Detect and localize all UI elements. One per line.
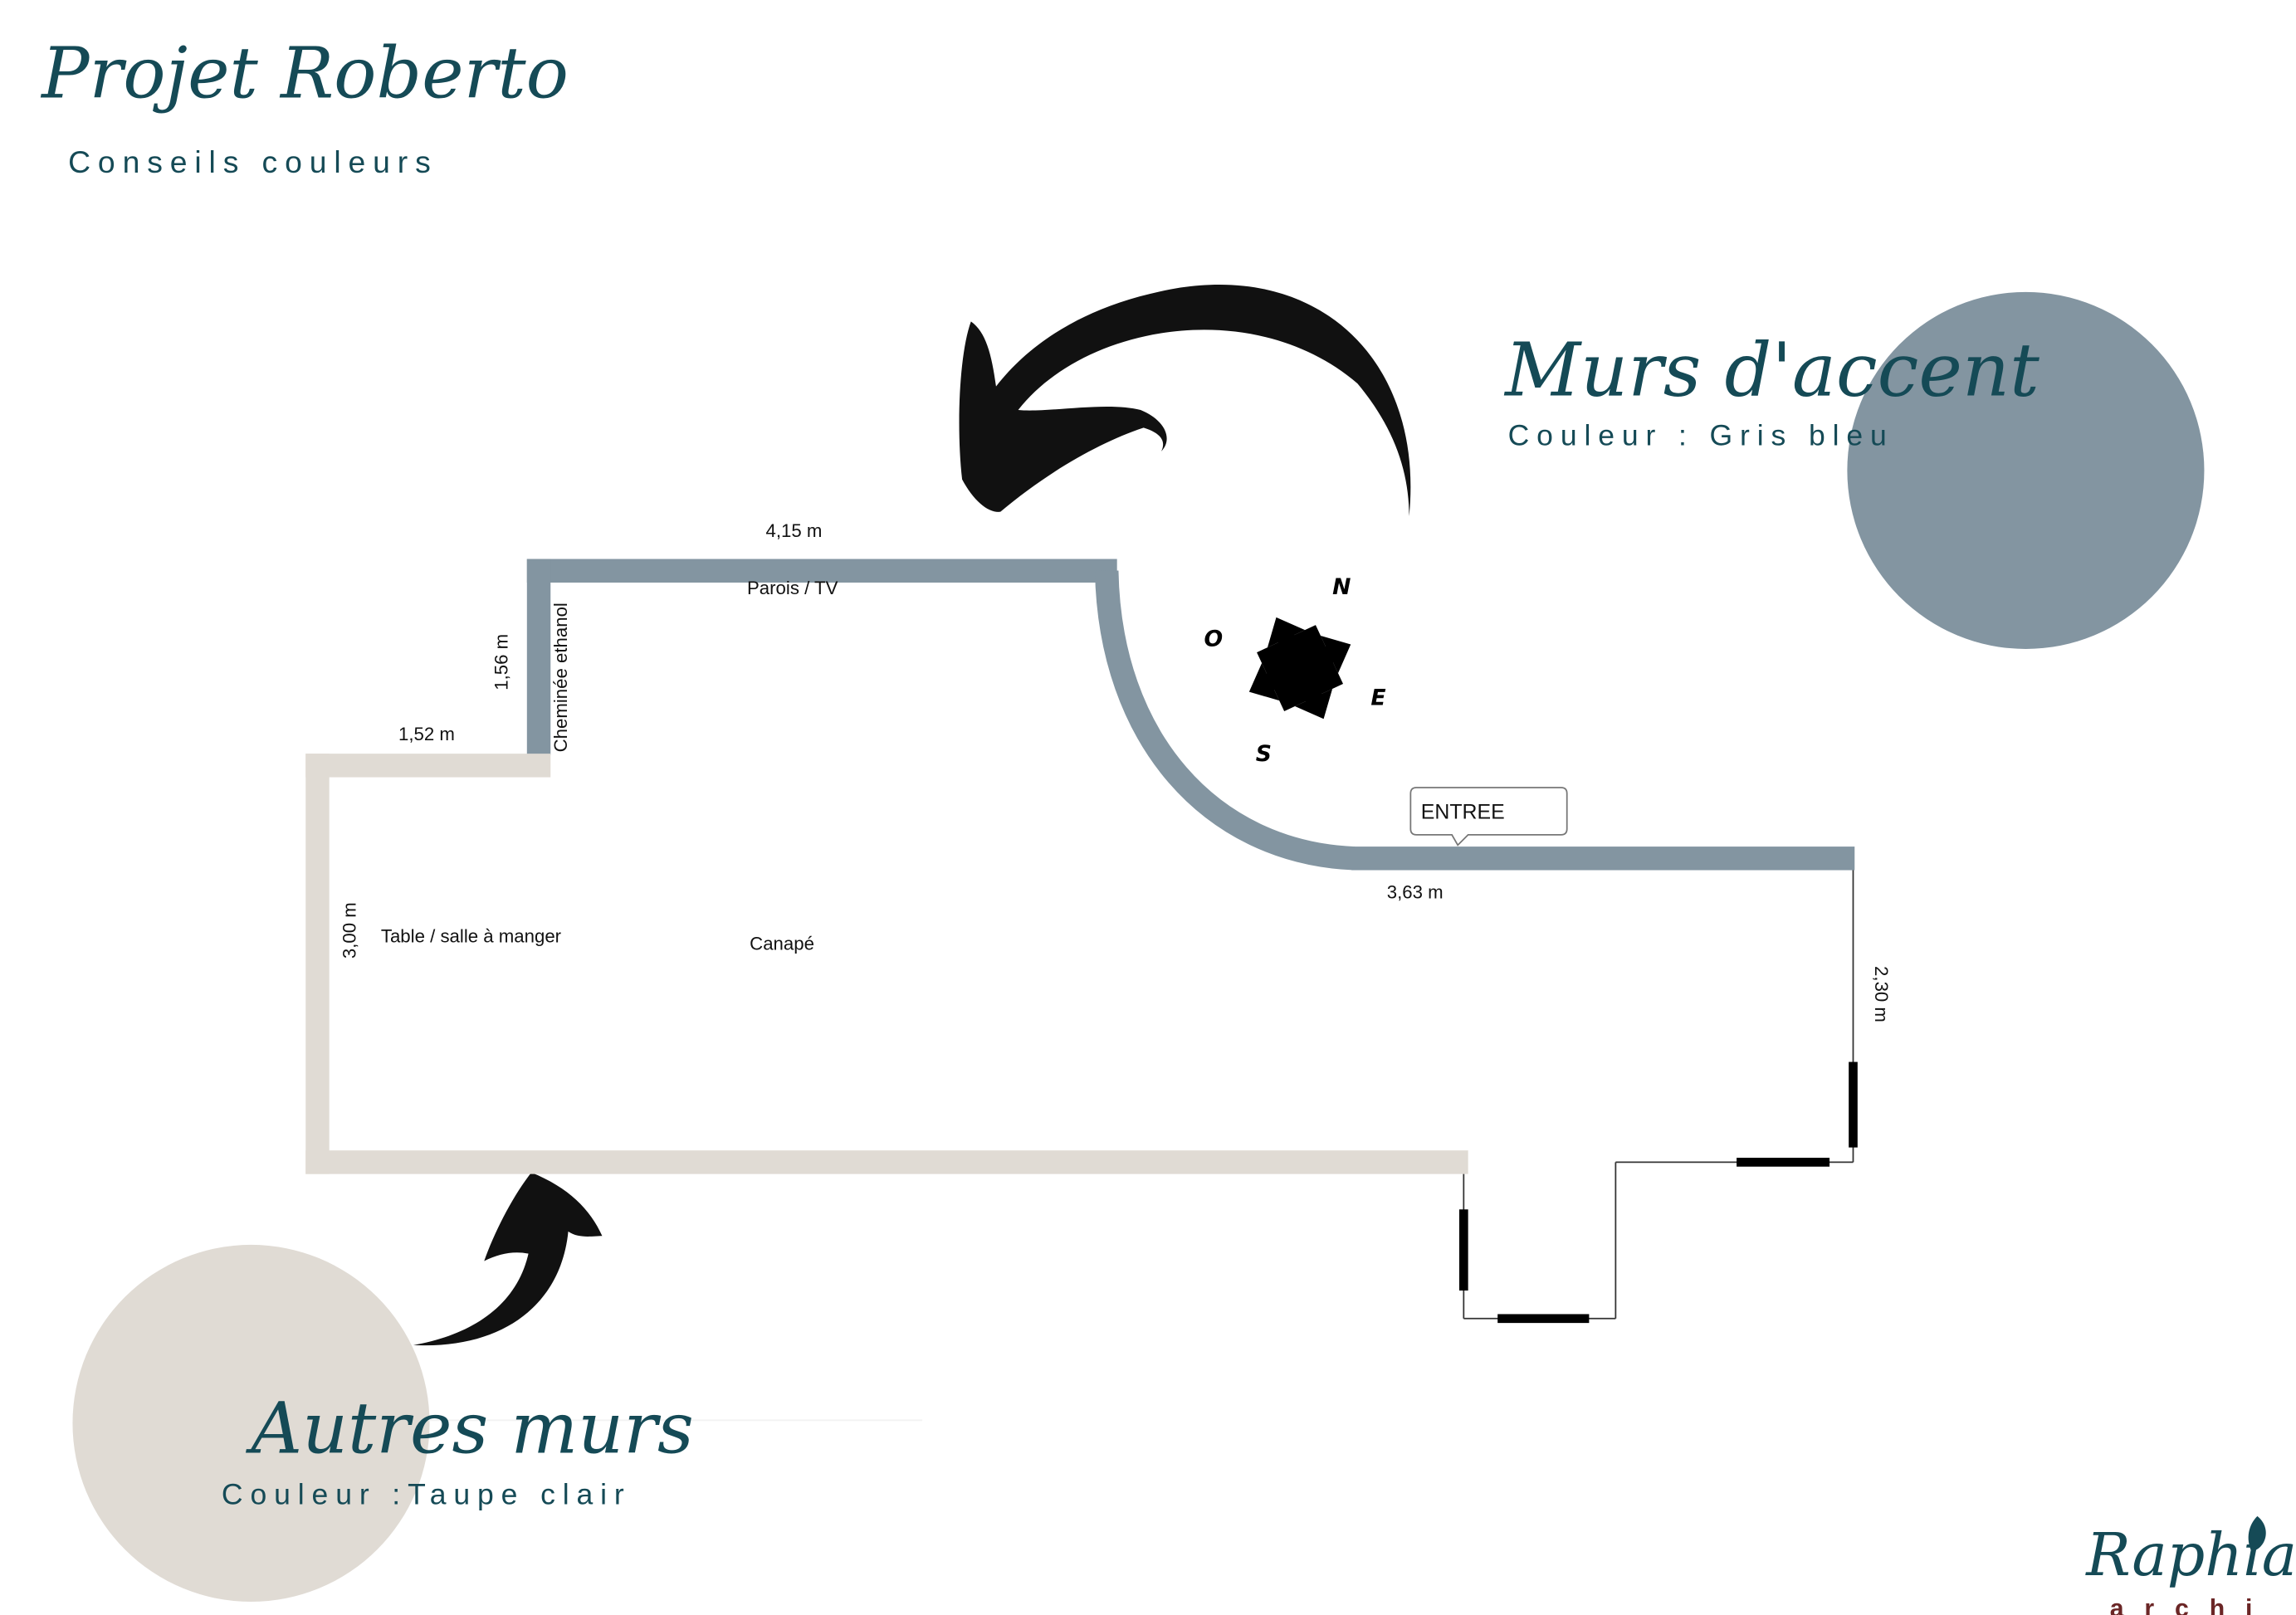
dim-left: 3,00 m [340,902,360,959]
accent-color-swatch [1847,291,2205,649]
entry-label: ENTREE [1421,800,1505,823]
logo-sub: archi [2110,1595,2274,1615]
dim-step: 1,52 m [398,724,455,744]
leaf-icon [2248,1515,2266,1552]
dim-entry: 3,63 m [1387,881,1444,902]
label-tv: Parois / TV [747,578,838,598]
compass-rose-icon [1248,617,1351,720]
project-subtitle: Conseils couleurs [68,144,438,179]
compass-east: E [1370,685,1385,710]
entry-callout: ENTREE [1409,787,1568,847]
compass-west: O [1204,626,1224,651]
dim-top: 4,15 m [766,520,823,541]
label-sofa: Canapé [750,933,814,954]
accent-walls [526,559,1855,871]
accent-title: Murs d'accent [1503,327,2040,412]
accent-color-label: Couleur : Gris bleu [1508,419,1894,452]
dim-left-short: 1,56 m [491,634,512,690]
windows [1458,1061,1858,1324]
other-color-label: Couleur :Taupe clair [222,1478,632,1511]
label-fireplace: Cheminée ethanol [550,603,571,752]
outer-walls [1463,870,1854,1320]
other-title: Autres murs [245,1388,693,1471]
other-walls [305,754,1468,1174]
label-table: Table / salle à manger [381,926,562,947]
accent-arrow-icon [959,284,1411,517]
project-title: Projet Roberto [40,32,569,115]
compass-south: S [1256,741,1272,767]
compass-north: N [1332,574,1351,600]
raphia-logo: Raphia archi [2084,1515,2296,1615]
other-arrow-icon [413,1172,603,1346]
compass: N E S O [1204,574,1386,767]
dim-right: 2,30 m [1871,966,1892,1022]
other-color-swatch [72,1244,430,1603]
